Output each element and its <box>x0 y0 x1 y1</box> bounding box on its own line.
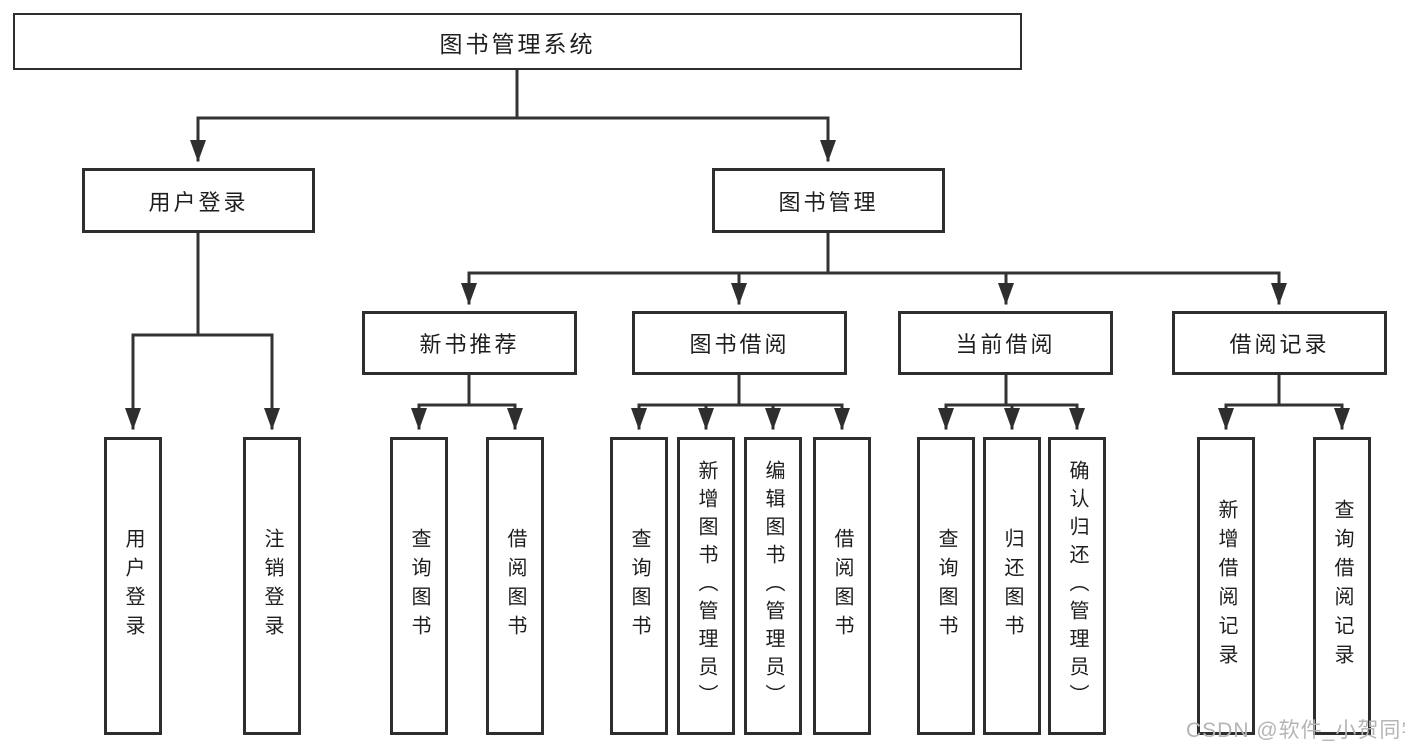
node-book-management-branch: 图书管理 <box>712 168 945 233</box>
leaf-return-books: 归还图书 <box>983 437 1041 735</box>
leaf-query-books-recommend: 查询图书 <box>390 437 448 735</box>
leaf-label: 编辑图书（管理员） <box>762 460 784 712</box>
node-user-login-branch: 用户登录 <box>82 168 315 233</box>
leaf-borrow-books-recommend: 借阅图书 <box>486 437 544 735</box>
node-label: 用户登录 <box>148 189 249 215</box>
node-label: 当前借阅 <box>955 332 1056 357</box>
leaf-query-borrow-record: 查询借阅记录 <box>1313 437 1371 735</box>
node-label: 新书推荐 <box>419 332 520 357</box>
leaf-label: 查询借阅记录 <box>1331 499 1353 673</box>
node-library-management-system: 图书管理系统 <box>13 13 1022 70</box>
leaf-label: 用户登录 <box>122 528 144 644</box>
leaf-confirm-return-admin: 确认归还（管理员） <box>1048 437 1106 735</box>
leaf-label: 查询图书 <box>935 528 957 644</box>
node-label: 图书管理 <box>778 189 879 215</box>
leaf-label: 新增图书（管理员） <box>695 460 717 712</box>
leaf-label: 借阅图书 <box>504 528 526 644</box>
leaf-query-books-borrow: 查询图书 <box>610 437 668 735</box>
leaf-borrow-books-borrow: 借阅图书 <box>813 437 871 735</box>
node-label: 借阅记录 <box>1229 332 1330 357</box>
node-current-borrow: 当前借阅 <box>898 311 1113 375</box>
leaf-label: 新增借阅记录 <box>1215 499 1237 673</box>
connector-group <box>125 68 1350 430</box>
leaf-label: 查询图书 <box>628 528 650 644</box>
leaf-add-books-admin: 新增图书（管理员） <box>677 437 735 735</box>
leaf-label: 注销登录 <box>261 528 283 644</box>
leaf-label: 确认归还（管理员） <box>1066 460 1088 712</box>
node-borrow-record: 借阅记录 <box>1172 311 1387 375</box>
leaf-add-borrow-record: 新增借阅记录 <box>1197 437 1255 735</box>
leaf-label: 借阅图书 <box>831 528 853 644</box>
leaf-label: 归还图书 <box>1001 528 1023 644</box>
node-label: 图书管理系统 <box>439 30 596 57</box>
watermark: CSDN @软件_小贺同学 <box>1186 719 1405 742</box>
leaf-logout-login: 注销登录 <box>243 437 301 735</box>
leaf-edit-books-admin: 编辑图书（管理员） <box>744 437 802 735</box>
leaf-label: 查询图书 <box>408 528 430 644</box>
node-book-borrow: 图书借阅 <box>632 311 847 375</box>
leaf-user-login: 用户登录 <box>104 437 162 735</box>
node-label: 图书借阅 <box>689 332 790 357</box>
leaf-query-books-current: 查询图书 <box>917 437 975 735</box>
node-new-book-recommend: 新书推荐 <box>362 311 577 375</box>
